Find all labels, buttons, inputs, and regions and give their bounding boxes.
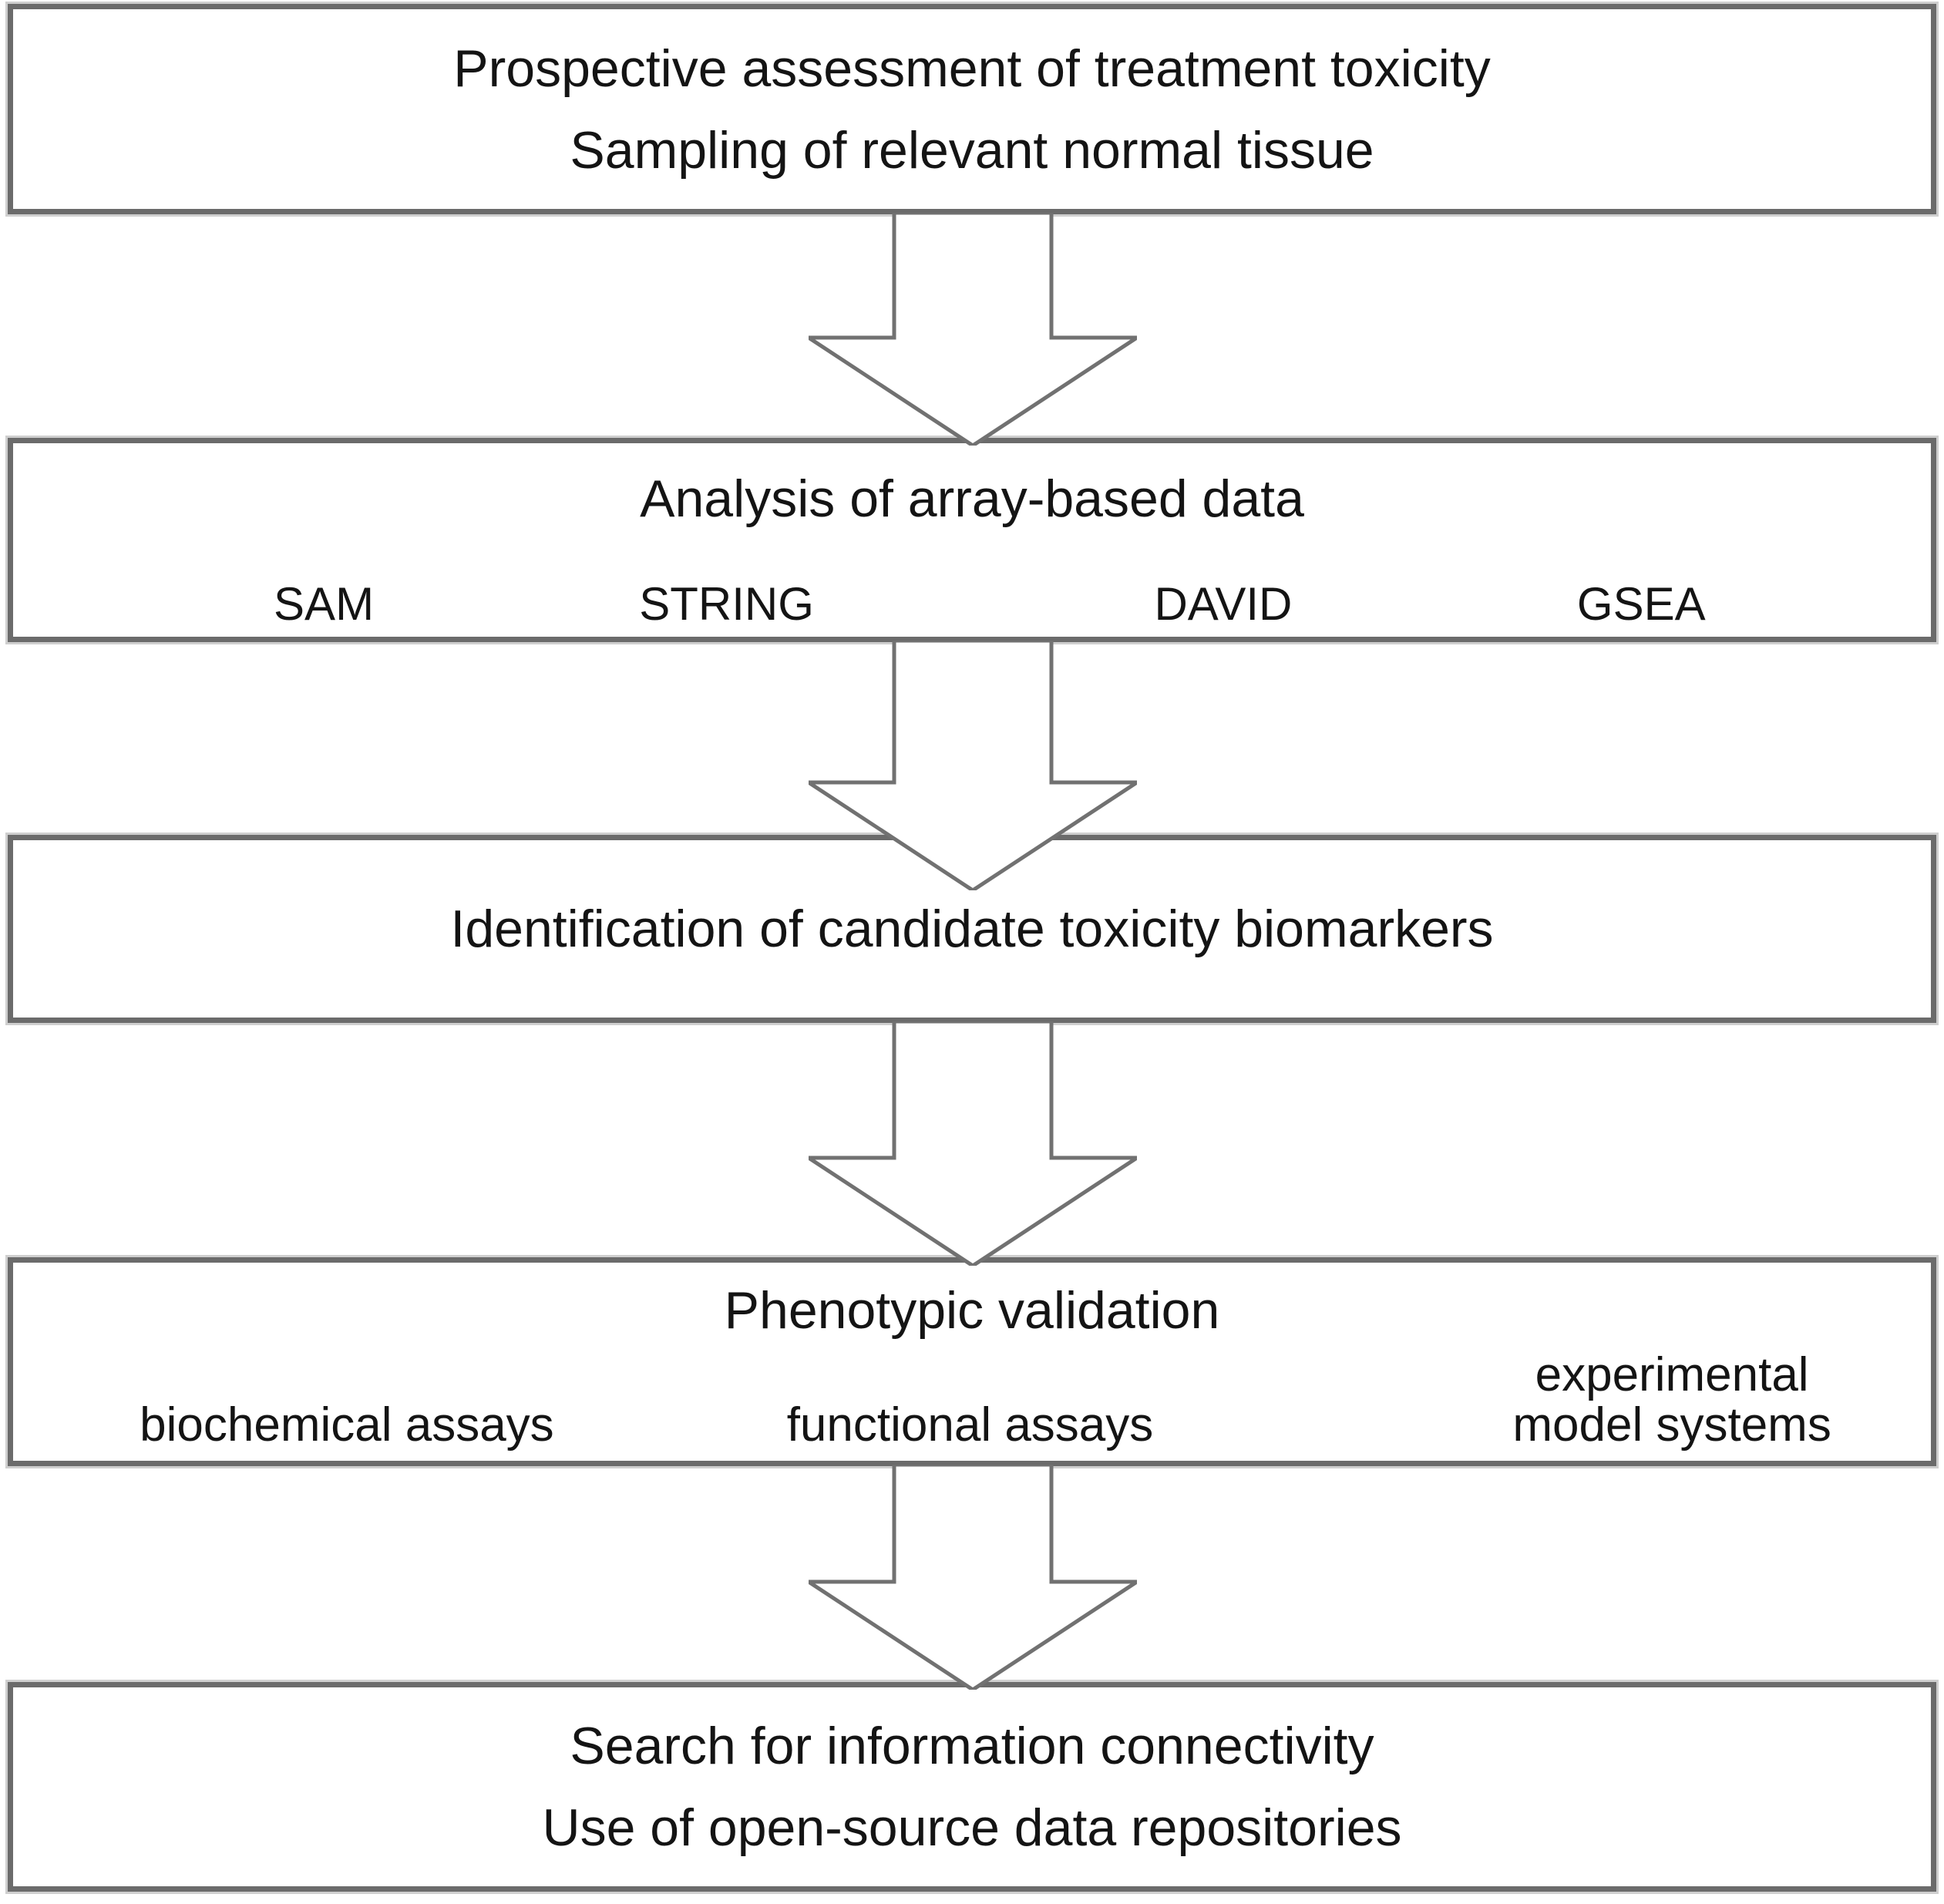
flow-box-phenotypic-validation: Phenotypic validation biochemical assays… — [5, 1255, 1939, 1468]
tool-label-sam: SAM — [274, 578, 375, 630]
box-line: Prospective assessment of treatment toxi… — [453, 39, 1491, 98]
flow-box-prospective-assessment: Prospective assessment of treatment toxi… — [5, 2, 1939, 217]
box-line: Sampling of relevant normal tissue — [570, 120, 1374, 180]
box-title: Analysis of array-based data — [640, 469, 1304, 528]
flow-box-array-analysis: Analysis of array-based data SAM STRING … — [5, 436, 1939, 644]
down-arrow-icon — [809, 213, 1137, 446]
tool-label-string: STRING — [639, 578, 814, 630]
flow-box-information-connectivity: Search for information connectivity Use … — [5, 1680, 1939, 1894]
box-title: Identification of candidate toxicity bio… — [450, 900, 1494, 958]
method-label-line: experimental — [1535, 1348, 1809, 1401]
down-arrow-icon — [809, 1021, 1137, 1266]
tool-label-david: DAVID — [1154, 578, 1293, 630]
box-title: Phenotypic validation — [724, 1281, 1220, 1340]
method-label-experimental-model-systems: experimental model systems — [1512, 1350, 1831, 1450]
method-label-functional-assays: functional assays — [786, 1398, 1154, 1452]
box-line: Search for information connectivity — [570, 1717, 1374, 1775]
method-label-line: model systems — [1512, 1398, 1831, 1452]
method-label-biochemical-assays: biochemical assays — [140, 1398, 554, 1452]
down-arrow-icon — [809, 641, 1137, 890]
box-line: Use of open-source data repositories — [542, 1798, 1402, 1857]
down-arrow-icon — [809, 1465, 1137, 1690]
tool-label-gsea: GSEA — [1576, 578, 1706, 630]
